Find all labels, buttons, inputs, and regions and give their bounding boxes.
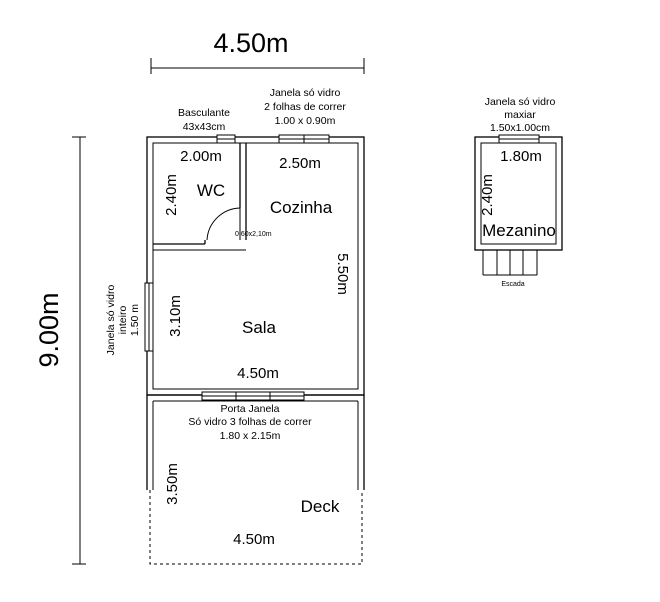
cozinha-label: Cozinha	[270, 198, 333, 217]
porta-janela	[201, 391, 305, 401]
svg-text:Janela só vidro: Janela só vidro	[485, 96, 556, 108]
mezanino-width-label: 1.80m	[500, 148, 542, 165]
door-label: 0,60x2,10m	[235, 231, 272, 238]
sala-window	[144, 282, 154, 352]
svg-text:2 folhas de correr: 2 folhas de correr	[264, 101, 346, 113]
kitchen-height-label: 5.50m	[334, 253, 351, 295]
svg-text:inteiro: inteiro	[117, 306, 129, 335]
left-dimension: 9.00m	[34, 136, 86, 565]
wc-label: WC	[197, 181, 225, 200]
left-height-label: 9.00m	[34, 292, 64, 367]
kitchen-window	[278, 134, 330, 144]
mezanino-label: Mezanino	[482, 221, 556, 240]
svg-text:1.00 x 0.90m: 1.00 x 0.90m	[275, 115, 336, 127]
mezanino: 1.80m 2.40m Mezanino Escada	[474, 134, 563, 288]
svg-text:Só vidro 3 folhas de correr: Só vidro 3 folhas de correr	[188, 416, 312, 428]
svg-text:Janela só vidro: Janela só vidro	[270, 87, 341, 99]
basculante-window	[216, 134, 236, 144]
kitchen-width-label: 2.50m	[279, 155, 321, 172]
svg-text:maxiar: maxiar	[504, 109, 536, 121]
deck-height-label: 3.50m	[164, 463, 181, 505]
svg-text:1.80 x 2.15m: 1.80 x 2.15m	[220, 430, 281, 442]
sala-window-annotation: Janela só vidro inteiro 1.50 m	[105, 285, 141, 356]
deck-width-label: 4.50m	[233, 531, 275, 548]
svg-text:1.50x1.00cm: 1.50x1.00cm	[490, 122, 550, 134]
sala-width-label: 4.50m	[237, 365, 279, 382]
svg-text:1.50 m: 1.50 m	[129, 304, 141, 336]
sala-label: Sala	[242, 318, 277, 337]
deck-label: Deck	[301, 497, 340, 516]
sala-height-label: 3.10m	[167, 295, 184, 337]
svg-text:Basculante: Basculante	[178, 107, 230, 119]
svg-text:Porta Janela: Porta Janela	[221, 403, 280, 415]
mezanino-height-label: 2.40m	[479, 174, 496, 216]
deck-area	[146, 395, 365, 565]
wc-height-label: 2.40m	[163, 174, 180, 216]
house-walls	[146, 136, 365, 402]
svg-text:43x43cm: 43x43cm	[183, 121, 226, 133]
basculante-annotation: Basculante 43x43cm	[178, 107, 230, 133]
porta-janela-annotation: Porta Janela Só vidro 3 folhas de correr…	[188, 403, 312, 442]
kitchen-window-annotation: Janela só vidro 2 folhas de correr 1.00 …	[264, 87, 346, 127]
escada	[482, 250, 538, 276]
top-dimension: 4.50m	[150, 28, 365, 74]
wc-width-label: 2.00m	[180, 148, 222, 165]
top-width-label: 4.50m	[213, 28, 288, 58]
escada-label: Escada	[501, 281, 524, 288]
mezanino-window-annotation: Janela só vidro maxiar 1.50x1.00cm	[485, 96, 556, 134]
svg-text:Janela só vidro: Janela só vidro	[105, 285, 117, 356]
